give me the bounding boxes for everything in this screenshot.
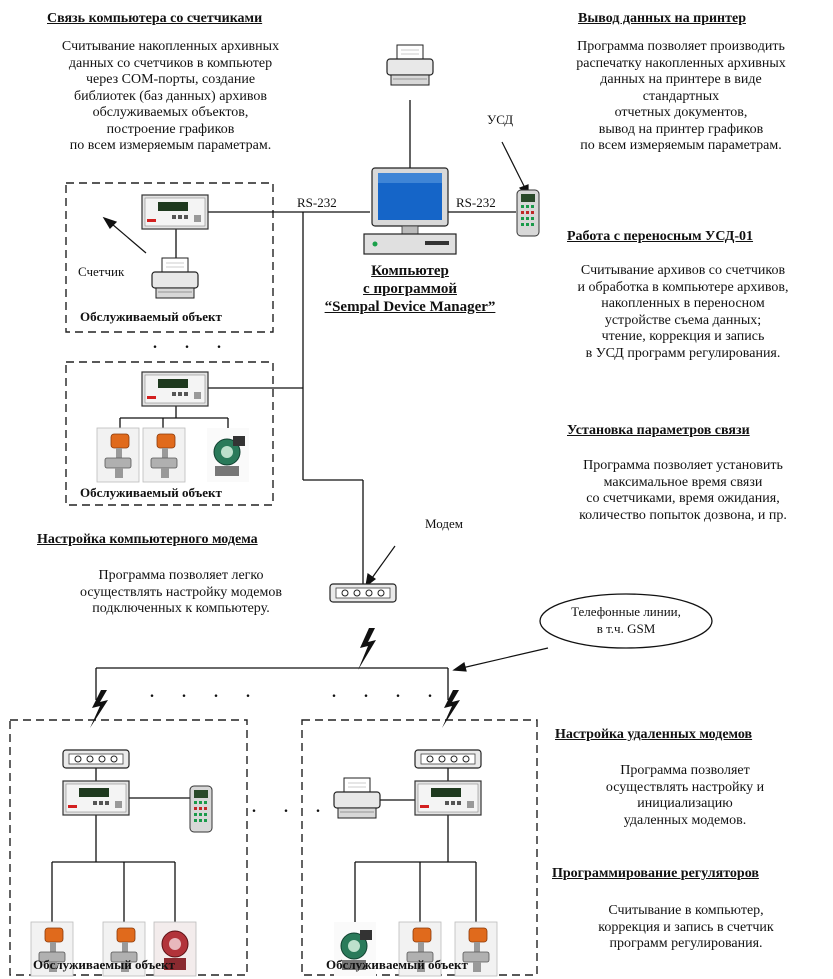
section-text-printer-output: Программа позволяет производить распечат… xyxy=(532,39,830,155)
text-line: через COM-порты, создание xyxy=(85,72,256,87)
remote-modem-icon xyxy=(62,749,130,769)
text-line: построение графиков xyxy=(106,121,235,137)
phone-lines-line-1: Телефонные линии, xyxy=(571,604,681,619)
rs232-right-label: RS-232 xyxy=(456,195,496,210)
text-line: программ регулирования. xyxy=(609,936,763,951)
modem-label: Модем xyxy=(425,516,463,531)
text-line: по всем измеряемым параметрам. xyxy=(580,138,782,153)
section-title-regulators: Программирование регуляторов xyxy=(552,866,759,881)
phone-lines-ellipse xyxy=(539,593,713,649)
meter-icon xyxy=(62,780,130,816)
computer-label-line-2: с программой xyxy=(363,281,457,297)
section-text-meters-link: Считывание накопленных архивных данных с… xyxy=(18,39,323,155)
text-line: стандартных xyxy=(642,88,720,104)
usd-handheld-icon xyxy=(516,189,540,237)
text-line: Программа позволяет xyxy=(620,763,750,778)
rs232-left-label: RS-232 xyxy=(297,195,337,210)
text-line: по всем измеряемым параметрам. xyxy=(69,138,272,153)
valve-icon xyxy=(96,427,140,483)
section-title-link-params: Установка параметров связи xyxy=(567,423,750,438)
lightning-icons xyxy=(90,628,460,728)
continuation-dots: . . . . xyxy=(150,684,262,701)
top-printer-icon xyxy=(386,44,434,86)
text-line: вывод на принтер графиков xyxy=(598,121,764,137)
section-text-portable-usd: Считывание архивов со счетчиков и обрабо… xyxy=(536,263,830,362)
computer-label: Компьютер с программой “Sempal Device Ma… xyxy=(285,262,535,316)
printer-icon xyxy=(151,257,199,299)
object-box-1 xyxy=(65,182,274,333)
meter-icon xyxy=(414,780,482,816)
text-line: коррекция и запись в счетчик xyxy=(598,919,774,935)
text-line: библиотек (баз данных) архивов xyxy=(73,88,268,104)
text-line: устройстве съема данных; xyxy=(604,312,762,328)
section-text-link-params: Программа позволяет установить максималь… xyxy=(536,458,830,524)
meter-icon xyxy=(141,194,209,230)
meter-label: Счетчик xyxy=(78,264,125,279)
object-box-2 xyxy=(65,361,274,506)
section-title-modem-setup: Настройка компьютерного модема xyxy=(37,532,258,547)
continuation-dots: . . . xyxy=(153,335,233,352)
text-line: Программа позволяет установить xyxy=(583,458,783,473)
text-line: инициализацию xyxy=(637,796,733,811)
usd-label: УСД xyxy=(487,112,514,127)
section-title-printer-output: Вывод данных на принтер xyxy=(578,11,746,26)
section-title-portable-usd: Работа с переносным УСД-01 xyxy=(567,229,754,244)
phone-lines-label: Телефонные линии, в т.ч. GSM xyxy=(546,603,706,637)
text-line: осуществлять настройку и xyxy=(605,779,765,795)
continuation-dots: . . . xyxy=(252,799,332,816)
text-line: распечатку накопленных архивных xyxy=(576,55,786,71)
phone-lines-line-2: в т.ч. GSM xyxy=(596,621,656,636)
text-line: Считывание в компьютер, xyxy=(608,903,764,918)
section-text-regulators: Считывание в компьютер, коррекция и запи… xyxy=(552,903,820,953)
computer-icon xyxy=(363,167,457,255)
text-line: Программа позволяет производить xyxy=(577,39,785,54)
object-label: Обслуживаемый объект xyxy=(33,957,175,972)
text-line: и обработка в компьютере архивов, xyxy=(577,279,789,295)
text-line: количество попыток дозвона, и пр. xyxy=(579,507,787,523)
continuation-dots: . . . . xyxy=(332,684,444,701)
modem-icon xyxy=(329,583,397,603)
computer-label-line-3: “Sempal Device Manager” xyxy=(324,299,496,315)
section-title-remote-modems: Настройка удаленных модемов xyxy=(555,727,753,742)
text-line: данных на принтере в виде xyxy=(600,72,762,87)
section-title-meters-link: Связь компьютера со счетчиками xyxy=(47,11,263,26)
section-text-remote-modems: Программа позволяет осуществлять настрой… xyxy=(555,763,815,829)
text-line: данных со счетчиков в компьютер xyxy=(68,55,273,71)
text-line: Считывание накопленных архивных xyxy=(61,39,280,54)
text-line: отчетных документов, xyxy=(614,105,748,120)
text-line: накопленных в переносном xyxy=(601,296,765,311)
object-label: Обслуживаемый объект xyxy=(326,957,468,972)
text-line: обслуживаемых объектов, xyxy=(92,105,249,120)
text-line: Программа позволяет легко xyxy=(98,568,264,583)
pump-icon xyxy=(206,427,250,483)
object-label: Обслуживаемый объект xyxy=(80,309,222,324)
printer-icon xyxy=(333,777,381,819)
text-line: максимальное время связи xyxy=(603,474,763,490)
remote-modem-icon xyxy=(414,749,482,769)
text-line: осуществлять настройку модемов xyxy=(80,584,282,600)
object-label: Обслуживаемый объект xyxy=(80,485,222,500)
usd-handheld-icon xyxy=(189,785,213,833)
section-text-modem-setup: Программа позволяет легко осуществлять н… xyxy=(46,568,316,618)
object-box-4 xyxy=(301,719,538,976)
text-line: удаленных модемов. xyxy=(623,812,747,828)
text-line: в УСД программ регулирования. xyxy=(585,345,781,361)
text-line: Считывание архивов со счетчиков xyxy=(580,263,786,278)
object-box-3 xyxy=(9,719,248,976)
text-line: подключенных к компьютеру. xyxy=(92,601,270,616)
text-line: чтение, коррекция и запись xyxy=(601,329,765,344)
valve-icon xyxy=(142,427,186,483)
computer-label-line-1: Компьютер xyxy=(371,263,449,279)
meter-icon xyxy=(141,371,209,407)
text-line: со счетчиками, время ожидания, xyxy=(586,491,780,506)
